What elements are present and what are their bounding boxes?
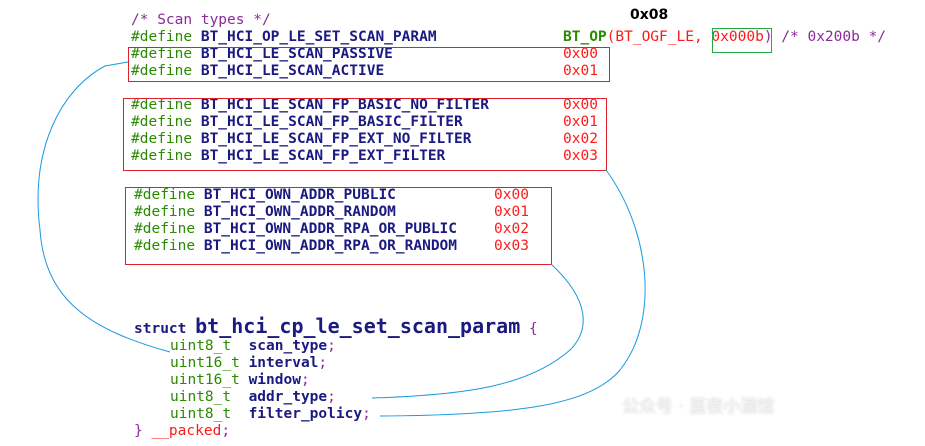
arrow-filter-policy <box>379 169 646 417</box>
op-open: ( <box>606 29 616 45</box>
define-keyword: #define <box>131 97 193 113</box>
define-name: BT_HCI_LE_SCAN_FP_BASIC_FILTER <box>200 114 463 130</box>
define-name: BT_HCI_OWN_ADDR_PUBLIC <box>203 187 396 203</box>
arrow-addr-type <box>371 263 584 399</box>
op-ocf: 0x000b <box>711 29 764 45</box>
struct-member: uint8_t scan_type; <box>170 338 336 355</box>
addr-type-value: 0x00 <box>494 187 529 203</box>
define-keyword: #define <box>134 204 196 220</box>
addr-type-define: #define BT_HCI_OWN_ADDR_RPA_OR_PUBLIC <box>134 221 457 238</box>
addr-type-value: 0x02 <box>494 221 529 237</box>
watermark: 公众号 · 蓝夜小酒馆 <box>622 397 775 417</box>
struct-member: uint8_t addr_type; <box>170 389 336 406</box>
define-name: BT_HCI_OWN_ADDR_RANDOM <box>203 204 396 220</box>
scan-type-value: 0x01 <box>563 63 598 79</box>
addr-type-value: 0x01 <box>494 204 529 220</box>
struct-name: bt_hci_cp_le_set_scan_param <box>195 314 521 338</box>
define-keyword: #define <box>134 221 196 237</box>
member-semicolon: ; <box>327 338 336 354</box>
member-field: filter_policy <box>248 406 363 422</box>
member-semicolon: ; <box>327 389 336 405</box>
define-name: BT_HCI_LE_SCAN_FP_EXT_FILTER <box>200 148 446 164</box>
define-op-le-set-scan-param: #define BT_HCI_OP_LE_SET_SCAN_PARAM <box>131 29 437 46</box>
define-keyword: #define <box>131 131 193 147</box>
define-name: BT_HCI_LE_SCAN_FP_BASIC_NO_FILTER <box>200 97 489 113</box>
addr-type-define: #define BT_HCI_OWN_ADDR_RPA_OR_RANDOM <box>134 238 457 255</box>
op-value: BT_OP(BT_OGF_LE, 0x000b) /* 0x200b */ <box>563 29 886 46</box>
struct-footer: } __packed; <box>134 423 230 440</box>
define-name: BT_HCI_OP_LE_SET_SCAN_PARAM <box>200 29 437 45</box>
packed-attr: __packed <box>151 423 222 439</box>
filter-policy-define: #define BT_HCI_LE_SCAN_FP_BASIC_FILTER <box>131 114 463 131</box>
addr-type-define: #define BT_HCI_OWN_ADDR_RANDOM <box>134 204 396 221</box>
member-semicolon: ; <box>318 355 328 371</box>
filter-policy-value: 0x02 <box>563 131 598 147</box>
comment-scan-types: /* Scan types */ <box>131 12 271 28</box>
define-name: BT_HCI_LE_SCAN_ACTIVE <box>200 63 385 79</box>
annotation-0x08: 0x08 <box>630 7 669 23</box>
define-keyword: #define <box>131 46 193 62</box>
ocf-highlight-box <box>712 28 772 53</box>
member-type: uint8_t <box>170 338 249 354</box>
define-keyword: #define <box>131 63 193 79</box>
define-keyword: #define <box>131 148 193 164</box>
addr-type-value: 0x03 <box>494 238 529 254</box>
filter-policy-value: 0x00 <box>563 97 598 113</box>
filter-policy-box <box>123 98 607 171</box>
define-keyword: #define <box>134 238 196 254</box>
struct-member: uint16_t window; <box>170 372 310 389</box>
define-keyword: #define <box>131 114 193 130</box>
struct-semicolon: ; <box>221 423 231 439</box>
struct-keyword: struct <box>134 321 187 337</box>
member-type: uint8_t <box>170 389 249 405</box>
addr-type-box <box>125 187 552 265</box>
define-name: BT_HCI_LE_SCAN_PASSIVE <box>200 46 393 62</box>
member-type: uint16_t <box>170 372 249 388</box>
member-type: uint8_t <box>170 406 249 422</box>
scan-type-value: 0x00 <box>563 46 598 62</box>
filter-policy-define: #define BT_HCI_LE_SCAN_FP_EXT_NO_FILTER <box>131 131 471 148</box>
define-keyword: #define <box>134 187 196 203</box>
scan-type-define: #define BT_HCI_LE_SCAN_ACTIVE <box>131 63 384 80</box>
define-name: BT_HCI_OWN_ADDR_RPA_OR_RANDOM <box>203 238 458 254</box>
scan-type-define: #define BT_HCI_LE_SCAN_PASSIVE <box>131 46 393 63</box>
define-name: BT_HCI_LE_SCAN_FP_EXT_NO_FILTER <box>200 131 472 147</box>
filter-policy-define: #define BT_HCI_LE_SCAN_FP_BASIC_NO_FILTE… <box>131 97 489 114</box>
member-semicolon: ; <box>300 372 310 388</box>
struct-close-brace: } <box>134 423 143 439</box>
filter-policy-value: 0x03 <box>563 148 598 164</box>
struct-member: uint8_t filter_policy; <box>170 406 371 423</box>
define-keyword: #define <box>131 29 193 45</box>
addr-type-define: #define BT_HCI_OWN_ADDR_PUBLIC <box>134 187 396 204</box>
member-field: window <box>248 372 301 388</box>
member-semicolon: ; <box>362 406 371 422</box>
struct-member: uint16_t interval; <box>170 355 327 372</box>
arrow-scan-type <box>37 61 171 353</box>
member-field: scan_type <box>248 338 328 354</box>
op-macro: BT_OP <box>563 29 607 45</box>
member-field: addr_type <box>248 389 328 405</box>
scan-type-box <box>128 47 610 82</box>
op-close: ) <box>763 29 773 45</box>
op-ogf: BT_OGF_LE, <box>615 29 712 45</box>
struct-open-brace: { <box>528 321 538 337</box>
member-field: interval <box>248 355 319 371</box>
struct-header: struct bt_hci_cp_le_set_scan_param { <box>134 316 538 338</box>
member-type: uint16_t <box>170 355 249 371</box>
op-comment: /* 0x200b */ <box>772 29 887 45</box>
define-name: BT_HCI_OWN_ADDR_RPA_OR_PUBLIC <box>203 221 458 237</box>
filter-policy-define: #define BT_HCI_LE_SCAN_FP_EXT_FILTER <box>131 148 445 165</box>
filter-policy-value: 0x01 <box>563 114 598 130</box>
